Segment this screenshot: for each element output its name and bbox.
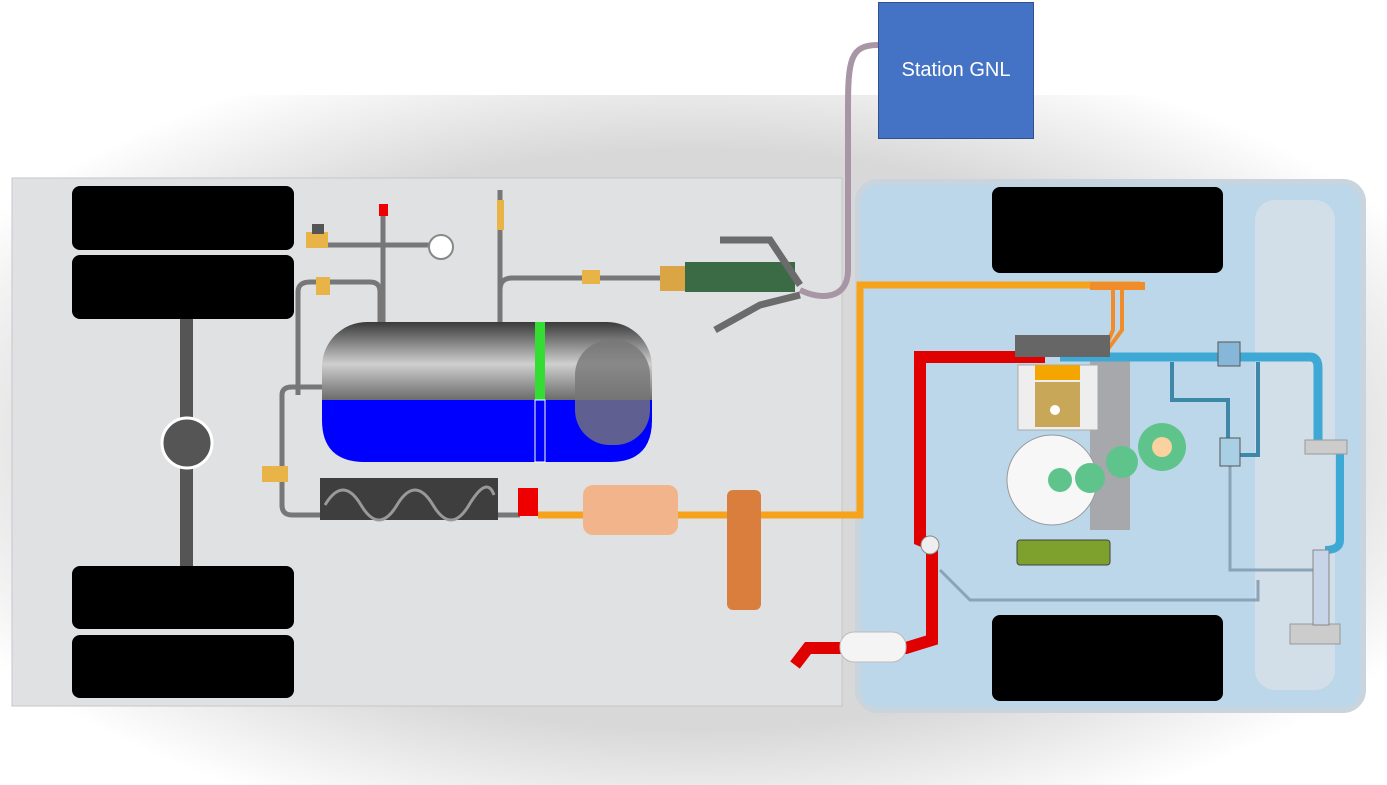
- diagram-shape: [534, 399, 546, 463]
- drain-valve-icon: [262, 466, 288, 482]
- diagram-shape: [938, 465, 1315, 602]
- vent-valve-icon: [497, 200, 504, 230]
- gas-supply-line: [538, 281, 1140, 519]
- lng-station: Station GNL: [878, 2, 1034, 139]
- exhaust-line: [790, 351, 1045, 669]
- catalytic-converter: [839, 631, 907, 663]
- turbo-icon: [920, 535, 940, 555]
- front-wheel: [992, 615, 1223, 701]
- relief-valve-icon: [316, 277, 330, 295]
- rear-wheel: [72, 186, 294, 250]
- engine: [1006, 335, 1186, 566]
- lng-tank: [322, 322, 652, 463]
- diagram-shape: [295, 279, 383, 395]
- intake-line: [1060, 352, 1323, 445]
- diagram-shape: [1312, 549, 1330, 626]
- rear-wheel: [72, 566, 294, 629]
- diagram-shape: [497, 275, 670, 291]
- heat-exchanger: [583, 485, 678, 535]
- throttle-icon: [1217, 341, 1241, 367]
- diagram-shape: [685, 262, 795, 292]
- diagram-shape: [1035, 365, 1080, 380]
- station-label: Station GNL: [901, 59, 1011, 81]
- gear: [1075, 463, 1105, 493]
- fill-nozzle: [660, 236, 803, 334]
- differential: [160, 416, 214, 470]
- diagram-shape: [1035, 382, 1080, 427]
- air-filter: [1304, 439, 1348, 455]
- diagram-shape: [323, 485, 496, 522]
- gas-filter: [727, 490, 761, 610]
- valve-handle-icon: [312, 224, 324, 234]
- level-indicator: [535, 322, 545, 462]
- front-wheel: [992, 187, 1223, 273]
- diagram-shape: [1050, 405, 1060, 415]
- gear: [1106, 446, 1138, 478]
- diagram-shape: [279, 470, 322, 518]
- lng-liquid-level: [322, 400, 652, 462]
- vaporizer: [320, 478, 498, 522]
- strainer-icon: [582, 270, 600, 284]
- valve: [306, 232, 328, 248]
- diagram-shape: [1015, 335, 1110, 357]
- intercooler: [1289, 623, 1341, 645]
- safety-valve-icon: [379, 204, 388, 216]
- diagram-shape: [575, 340, 650, 445]
- pressure-gauge-icon: [428, 234, 454, 260]
- gear: [1048, 468, 1072, 492]
- diagram-shape: [1170, 362, 1260, 457]
- diagram-shape: [1152, 437, 1172, 457]
- diagram-shape: [320, 478, 498, 520]
- diagram-shape: [713, 236, 803, 334]
- diagram-shape: [660, 266, 685, 291]
- fill-hose: [798, 42, 879, 299]
- oil-sump: [1016, 539, 1111, 566]
- gas-rail: [1090, 282, 1145, 290]
- wastegate: [1219, 437, 1241, 467]
- rear-wheel: [72, 255, 294, 319]
- rear-wheel: [72, 635, 294, 698]
- regulator-valve-icon: [518, 488, 538, 516]
